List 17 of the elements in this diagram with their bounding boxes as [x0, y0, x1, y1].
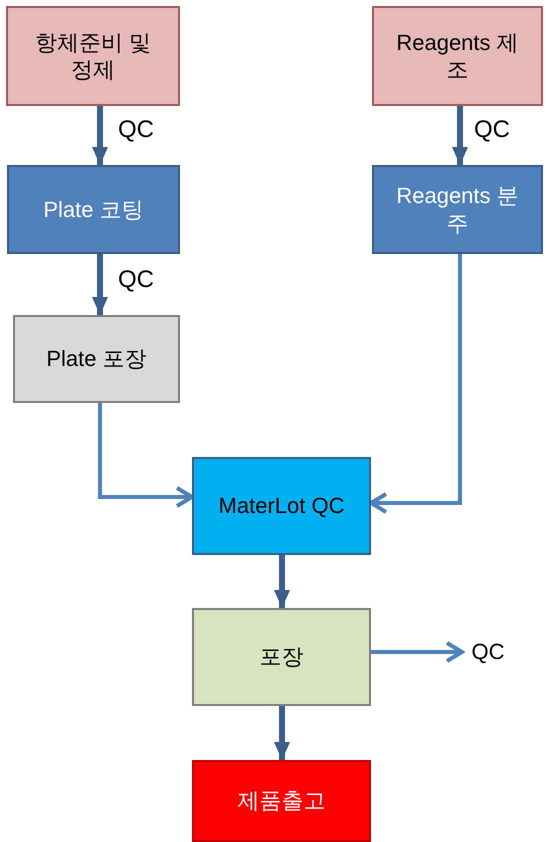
- arrow: [371, 641, 464, 663]
- process-box: MaterLot QC: [192, 457, 371, 555]
- process-box: 제품출고: [192, 760, 371, 842]
- process-box: 항체준비 및 정제: [6, 6, 180, 106]
- arrow: [452, 106, 468, 165]
- process-box: Reagents 분주: [372, 165, 543, 254]
- process-box: Reagents 제조: [372, 6, 543, 106]
- arrow: [369, 254, 462, 514]
- arrow: [98, 403, 194, 508]
- node-label: QC: [460, 632, 516, 672]
- process-box: 포장: [192, 608, 371, 706]
- process-box: Plate 코팅: [7, 165, 180, 254]
- arrow: [274, 555, 290, 608]
- process-box: Plate 포장: [13, 315, 180, 403]
- arrow: [92, 106, 108, 165]
- arrow: [274, 706, 290, 760]
- arrow: [92, 254, 108, 315]
